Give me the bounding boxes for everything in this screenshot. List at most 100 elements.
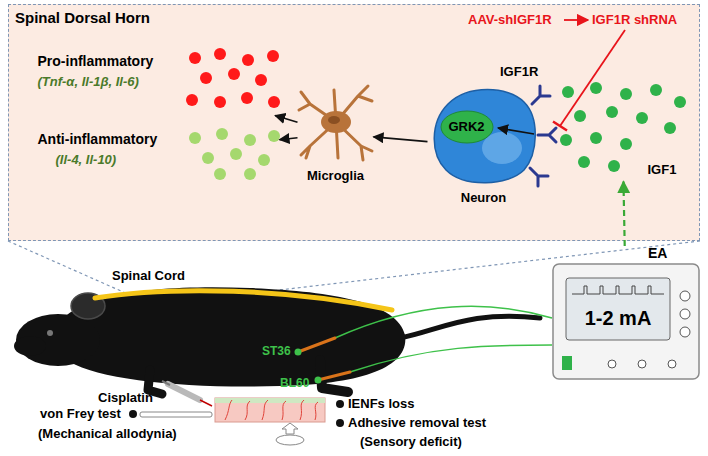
cytokine-cluster-shape-part — [258, 154, 270, 166]
cytokine-cluster-shape-part — [244, 168, 256, 180]
protein-label: GRK2 — [440, 119, 494, 134]
cytokine-cluster-shape-part — [241, 92, 253, 104]
ea-device-shape-part — [680, 327, 690, 337]
cytokine-heading: Anti-inflammatory — [38, 132, 158, 147]
gene-list: (Il-4, Il-10) — [56, 152, 117, 167]
mouse-part — [14, 336, 46, 356]
cytokine-cluster-shape-part — [202, 152, 214, 164]
syringe-part — [162, 381, 170, 385]
igf1-cluster-shape-part — [590, 82, 602, 94]
shrna-arrows-part — [564, 19, 588, 21]
cytokine-cluster: Pro-inflammatory(Tnf-α, Il-1β, Il-6) — [30, 44, 280, 116]
shrna-arrows — [553, 20, 625, 131]
igf1-cluster: IGF1 — [556, 82, 690, 182]
test-markers-part — [140, 412, 212, 417]
anatomy-label: Spinal Cord — [112, 268, 185, 283]
acupoint-electrodes-part — [295, 349, 302, 356]
igf1-cluster-shape-part — [620, 138, 632, 150]
signal-arrow — [498, 128, 534, 134]
cytokine-cluster-shape-part — [189, 132, 201, 144]
dashed-arrow — [623, 182, 624, 247]
panel-title: Spinal Dorsal Horn — [15, 9, 150, 26]
test-note: (Mechanical allodynia) — [38, 426, 177, 441]
cytokine-cluster-shape-part — [214, 48, 226, 60]
panel-zoom-lines — [8, 241, 700, 295]
skin-section-part — [215, 398, 325, 403]
mouse-part — [320, 360, 348, 392]
cytokine-cluster-shape-part — [228, 68, 240, 80]
igf1-cluster-shape-part — [664, 122, 676, 134]
cytokine-cluster-shape-part — [244, 134, 256, 146]
acupoint-electrodes-part — [335, 306, 552, 338]
acupoint-electrodes-part — [298, 338, 335, 352]
skin-section — [215, 398, 325, 422]
ea-device-shape-part — [562, 356, 572, 370]
microglia-cell-shape-part — [299, 86, 372, 160]
cytokine-cluster-shape-part — [255, 74, 267, 86]
ea-device-shape-part — [668, 360, 676, 368]
cytokine-cluster-shape-part — [230, 148, 242, 160]
mouse-part — [95, 291, 392, 310]
neuron-cell: NeuronGRK2 — [428, 84, 540, 210]
igf1r-receptors-part — [538, 128, 556, 142]
igf1r-receptors-part — [530, 168, 548, 186]
igf1-cluster-shape-part — [620, 88, 632, 100]
mouse-part — [16, 314, 100, 366]
test-markers-part — [282, 423, 298, 434]
cell-label: Microglia — [288, 168, 384, 183]
igf1-cluster-shape-part — [574, 110, 586, 122]
flow-arrow — [374, 137, 428, 142]
igf1-cluster-shape-part — [608, 160, 620, 172]
igf1-cluster-shape-part — [590, 132, 602, 144]
ea-device-shape-part — [566, 278, 670, 340]
test-markers-part — [129, 410, 137, 418]
protein-oval-shape-part — [441, 111, 493, 143]
microglia-cell-shape-part — [328, 116, 340, 124]
igf1-cluster-shape-part — [650, 84, 662, 96]
flow-arrow — [275, 116, 297, 123]
test-markers-part — [336, 419, 344, 427]
mouse-part — [55, 287, 405, 386]
cytokine-cluster-shape-part — [216, 128, 228, 140]
ea-device-shape-part — [638, 360, 646, 368]
ea-device-shape-part — [680, 309, 690, 319]
cytokine-cluster-shape-part — [214, 168, 226, 180]
skin-section-part — [215, 398, 325, 422]
microglia-cell-shape-part — [321, 111, 351, 133]
igf1-cluster-shape-part — [562, 86, 574, 98]
mouse-part — [71, 293, 105, 319]
syringe-part — [200, 400, 212, 406]
cytokine-cluster-shape-part — [200, 72, 212, 84]
test-label: IENFs loss — [348, 396, 414, 411]
ea-device-shape-part — [572, 286, 664, 294]
mouse — [14, 287, 540, 394]
current-readout: 1-2 mA — [566, 306, 670, 330]
acupoint-electrodes-part — [315, 377, 322, 384]
igf1-cluster-shape-part — [674, 96, 686, 108]
test-markers-part — [336, 400, 344, 408]
igf1-cluster-shape-part — [578, 156, 590, 168]
igf1-cluster-shape-part — [560, 134, 572, 146]
acupoint-label: BL60 — [280, 376, 309, 391]
acupoint-label: ST36 — [262, 344, 291, 359]
acupoint-electrodes-part — [350, 345, 552, 372]
device-label: EA — [648, 246, 667, 261]
cytokine-cluster-shape-part — [268, 130, 280, 142]
flow-arrow — [280, 138, 298, 140]
panel-zoom-lines-part — [8, 241, 130, 295]
mouse-part — [47, 330, 53, 336]
protein-oval: GRK2 — [440, 110, 494, 144]
mouse-part — [400, 316, 540, 338]
test-markers-part — [276, 435, 304, 445]
signal-arrow-part — [498, 128, 534, 134]
panel-zoom-lines-part — [262, 241, 700, 292]
ea-device-shape-part — [608, 360, 616, 368]
cytokine-cluster-shape-part — [268, 96, 280, 108]
cytokine-cluster-shape-part — [189, 52, 201, 64]
neuron-cell-shape-part — [434, 89, 535, 182]
igf1r-receptors — [530, 86, 556, 186]
